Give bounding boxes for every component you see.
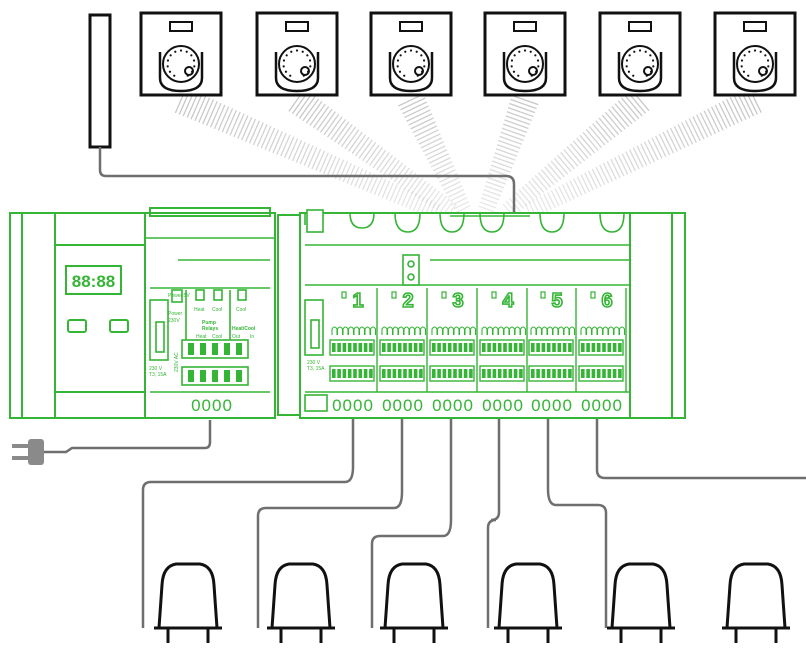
room-thermostat-icon — [255, 11, 339, 97]
thermal-actuator-icon — [607, 562, 675, 643]
fuse-label-1: 230 V — [149, 366, 163, 372]
zone-channel-5: 5 0000 — [528, 288, 577, 415]
power-230v-label: 230V — [168, 318, 180, 324]
zone-number-label: 1 — [352, 290, 363, 312]
power-module — [145, 237, 275, 393]
controller-unit — [9, 207, 686, 419]
zone-fuse-label-1: 230 V — [307, 360, 321, 366]
display-button-left[interactable] — [67, 319, 87, 333]
in-label: In — [250, 334, 254, 340]
thermal-actuator-icon — [267, 562, 335, 643]
zone-number-label: 2 — [402, 290, 413, 312]
zone-channel-6: 6 0000 — [578, 288, 627, 415]
zone-fuse-label-2: T3, 15A — [307, 366, 325, 372]
heat-label: Heat — [194, 307, 205, 313]
thermal-actuator-icon — [154, 562, 222, 643]
power-plug-icon — [12, 420, 212, 465]
zone-terminals: 0000 — [581, 396, 623, 415]
thermal-actuator-icon — [494, 562, 562, 643]
zone-channel-3: 3 0000 — [429, 288, 478, 415]
thermostat-row — [139, 11, 797, 97]
lcd-display: 88:88 — [72, 272, 115, 291]
thermal-actuator-icon — [722, 562, 790, 643]
actuator-cables — [141, 418, 806, 628]
mains-label: 230V AC — [174, 352, 180, 372]
display-button-right[interactable] — [109, 319, 129, 333]
cool-label-2: Cool — [236, 307, 246, 313]
zone-number-label: 3 — [452, 290, 463, 312]
room-thermostat-icon — [483, 11, 567, 97]
fuse-label-2: T3, 15A — [149, 372, 167, 378]
power-terminals: 0000 — [191, 396, 233, 415]
relays-label: Relays — [202, 326, 218, 332]
thermal-actuator-icon — [380, 562, 448, 643]
power-terminal-blocks — [188, 343, 242, 382]
heat-small-label: Heat — [196, 334, 207, 340]
zone-number-label: 4 — [502, 290, 514, 312]
zone-terminals: 0000 — [432, 396, 474, 415]
room-thermostat-icon — [713, 11, 797, 97]
power-label: Power — [168, 311, 183, 317]
cool-small-label: Cool — [212, 334, 222, 340]
cool-label: Cool — [212, 307, 222, 313]
room-thermostat-icon — [598, 11, 682, 97]
pump-label: Pump — [202, 320, 216, 326]
heatcool-label: Heat/Cool — [232, 326, 256, 332]
display-module: 88:88 — [55, 244, 145, 393]
zone-terminals: 0000 — [382, 396, 424, 415]
actuator-row — [154, 562, 790, 643]
out-label: Out — [232, 334, 241, 340]
zone-channel-2: 2 0000 — [379, 288, 428, 415]
room-thermostat-icon — [369, 11, 453, 97]
room-thermostat-icon — [139, 11, 223, 97]
power-5v-label: Power 5V — [168, 293, 190, 299]
zone-terminals: 0000 — [332, 396, 374, 415]
zone-number-label: 6 — [601, 290, 612, 312]
sensor-cable — [98, 147, 516, 258]
zone-terminals: 0000 — [531, 396, 573, 415]
wireless-signals — [174, 86, 762, 219]
zone-channels: 1 0000 2 0000 3 0000 4 0000 5 0000 6 0000 — [329, 288, 627, 415]
zone-fuse-labels: 230 V T3, 15A — [307, 360, 325, 372]
power-labels: Power 5V Power 230V Heat Cool Cool Pump … — [149, 293, 256, 378]
zone-channel-4: 4 0000 — [479, 288, 528, 415]
zone-channel-1: 1 0000 — [329, 288, 378, 415]
zone-terminals: 0000 — [482, 396, 524, 415]
zone-number-label: 5 — [551, 290, 562, 312]
wall-sensor-icon — [88, 13, 112, 149]
